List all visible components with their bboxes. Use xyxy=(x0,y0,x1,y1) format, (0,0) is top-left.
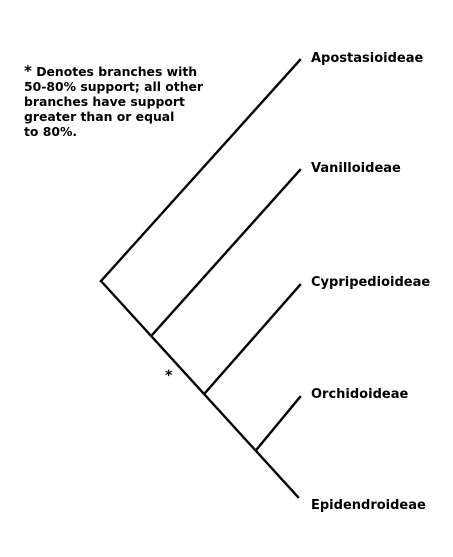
taxon-label-vanilloideae: Vanilloideae xyxy=(311,161,401,176)
legend-line-3: branches have support xyxy=(24,94,185,109)
branch-trunk xyxy=(99,279,300,499)
taxon-label-cypripedioideae: Cypripedioideae xyxy=(311,275,430,290)
legend-text-1: Denotes branches with xyxy=(36,64,198,79)
legend-line-5: to 80%. xyxy=(24,124,78,139)
support-asterisk: * xyxy=(165,368,173,384)
support-legend: * Denotes branches with 50-80% support; … xyxy=(24,62,224,140)
branch-cypripedioideae xyxy=(203,283,302,395)
legend-asterisk: * xyxy=(24,62,32,80)
legend-line-1: * Denotes branches with xyxy=(24,62,224,80)
taxon-label-orchidoideae: Orchidoideae xyxy=(311,387,408,402)
branch-vanilloideae xyxy=(150,168,302,337)
taxon-label-epidendroideae: Epidendroideae xyxy=(311,498,426,513)
legend-line-2: 50-80% support; all other xyxy=(24,79,204,94)
branch-apostasioideae xyxy=(99,58,302,283)
branch-orchidoideae xyxy=(255,395,302,451)
legend-line-4: greater than or equal xyxy=(24,109,175,124)
taxon-label-apostasioideae: Apostasioideae xyxy=(311,51,423,66)
